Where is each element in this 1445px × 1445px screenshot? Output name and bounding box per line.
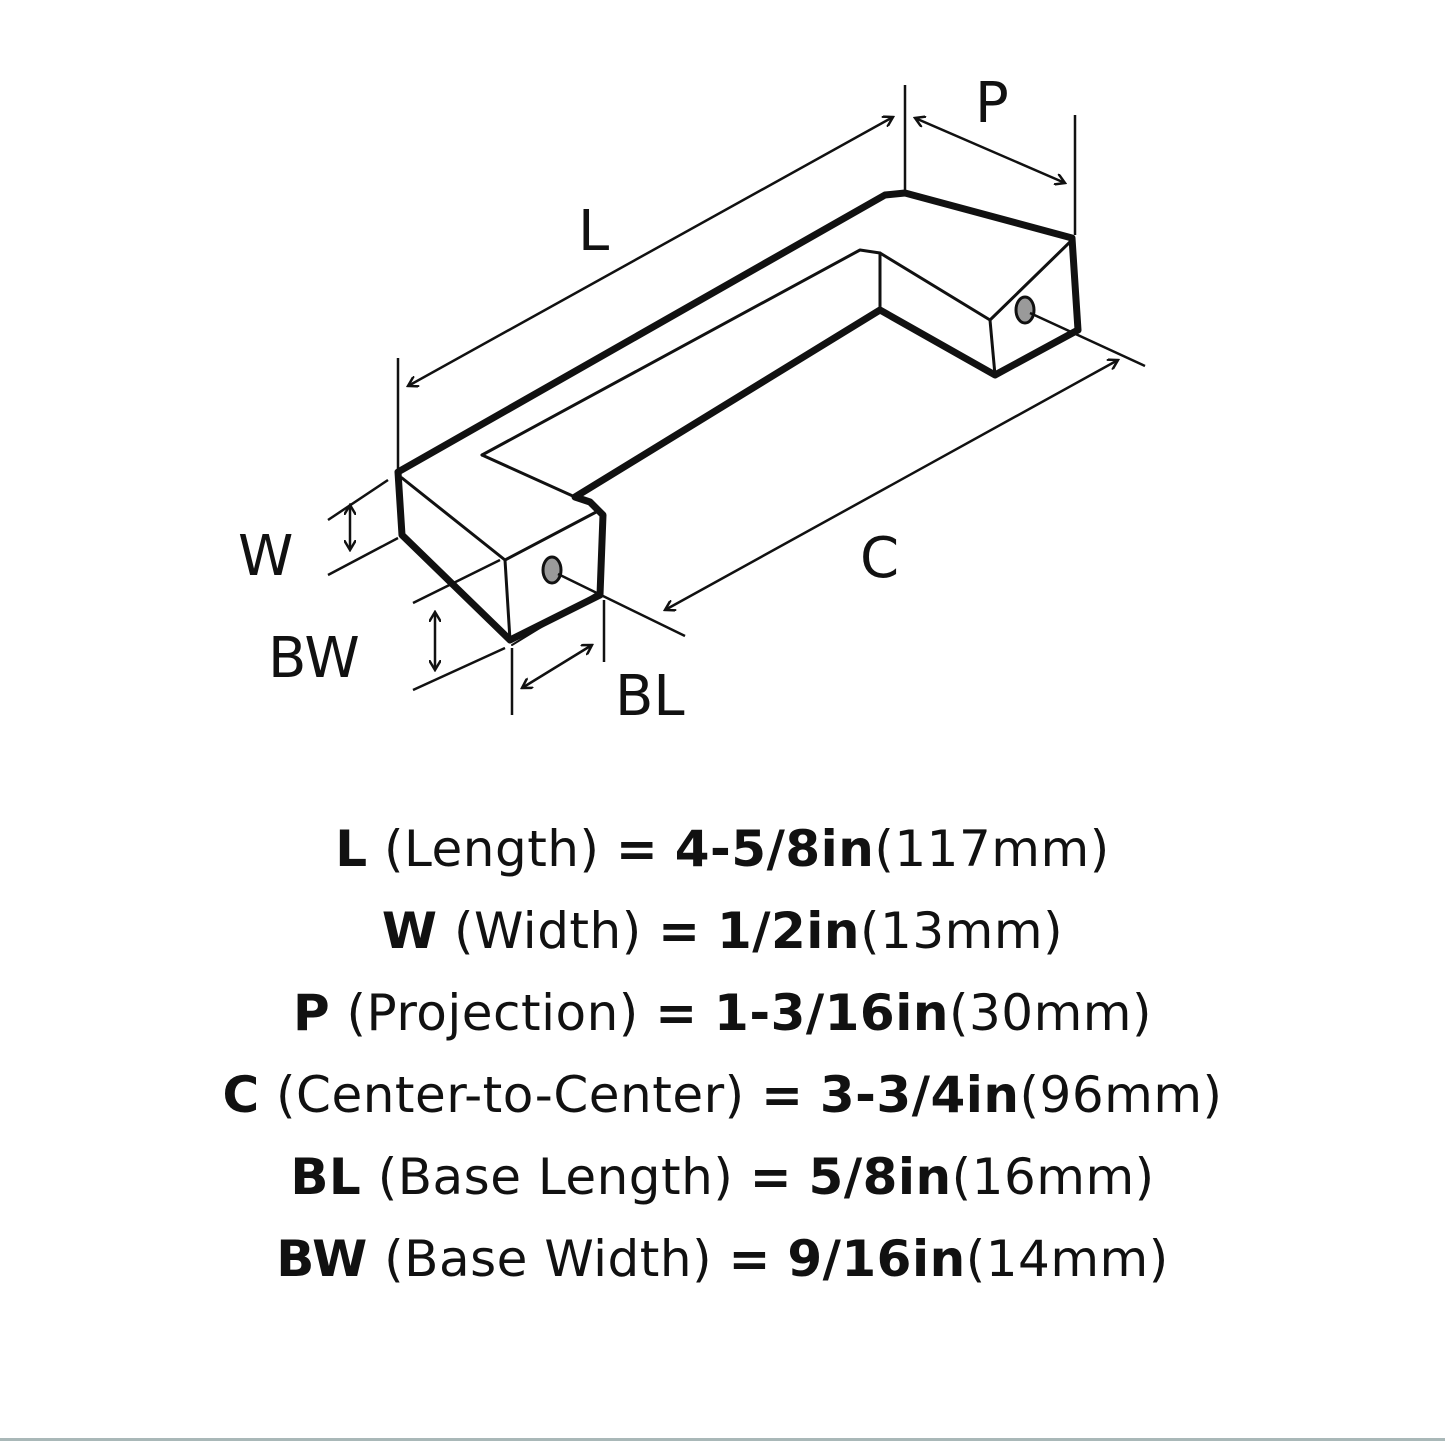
spec-inch: 9/16in	[787, 1230, 966, 1288]
projection-arrow	[915, 118, 1065, 183]
length-arrow	[408, 117, 893, 386]
mounting-hole-left	[541, 555, 563, 585]
spec-mm: (117mm)	[874, 820, 1110, 878]
spec-row-bw: BW (Base Width) = 9/16in(14mm)	[0, 1218, 1445, 1300]
spec-eq: =	[658, 902, 701, 960]
spec-code: BL	[290, 1148, 362, 1206]
spec-code: C	[222, 1066, 260, 1124]
spec-row-p: P (Projection) = 1-3/16in(30mm)	[0, 972, 1445, 1054]
label-L: L	[578, 199, 609, 264]
spec-mm: (96mm)	[1019, 1066, 1223, 1124]
label-BW: BW	[268, 626, 360, 691]
spec-name: (Length)	[384, 820, 600, 878]
spec-code: L	[335, 820, 368, 878]
label-BL: BL	[615, 664, 685, 729]
spec-eq: =	[749, 1148, 793, 1206]
label-P: P	[975, 71, 1009, 136]
specifications-list: L (Length) = 4-5/8in(117mm)W (Width) = 1…	[0, 808, 1445, 1300]
spec-mm: (16mm)	[951, 1148, 1155, 1206]
spec-code: P	[292, 984, 331, 1042]
spec-inch: 3-3/4in	[819, 1066, 1020, 1124]
spec-name: (Projection)	[346, 984, 639, 1042]
spec-eq: =	[655, 984, 698, 1042]
bottom-divider	[0, 1438, 1445, 1441]
spec-row-c: C (Center-to-Center) = 3-3/4in(96mm)	[0, 1054, 1445, 1136]
spec-row-w: W (Width) = 1/2in(13mm)	[0, 890, 1445, 972]
spec-name: (Base Width)	[384, 1230, 713, 1288]
base-length-arrow	[522, 645, 592, 688]
label-W: W	[238, 524, 293, 589]
handle-outline	[394, 189, 1082, 646]
spec-name: (Center-to-Center)	[276, 1066, 745, 1124]
dimension-lines	[327, 85, 1146, 715]
spec-row-bl: BL (Base Length) = 5/8in(16mm)	[0, 1136, 1445, 1218]
spec-inch: 1-3/16in	[714, 984, 949, 1042]
spec-eq: =	[761, 1066, 804, 1124]
handle-dimension-drawing: L P C W BW BL	[238, 71, 1146, 729]
spec-mm: (14mm)	[965, 1230, 1169, 1288]
spec-inch: 4-5/8in	[674, 820, 875, 878]
center-arrow	[665, 360, 1118, 610]
label-C: C	[860, 526, 899, 591]
spec-mm: (30mm)	[948, 984, 1153, 1042]
spec-eq: =	[728, 1230, 771, 1288]
spec-inch: 5/8in	[808, 1148, 952, 1206]
spec-inch: 1/2in	[716, 902, 861, 960]
spec-name: (Width)	[453, 902, 642, 960]
spec-row-l: L (Length) = 4-5/8in(117mm)	[0, 808, 1445, 890]
spec-eq: =	[615, 820, 659, 878]
spec-code: W	[381, 902, 438, 960]
spec-name: (Base Length)	[377, 1148, 734, 1206]
spec-mm: (13mm)	[860, 902, 1064, 960]
mounting-hole-right	[1014, 295, 1036, 325]
spec-code: BW	[276, 1230, 368, 1288]
